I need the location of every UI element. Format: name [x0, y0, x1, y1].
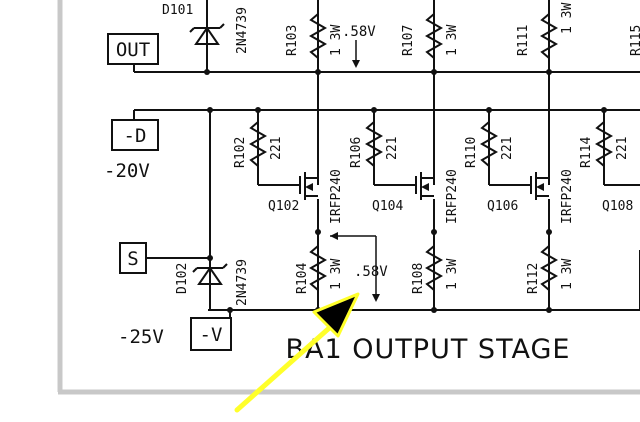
resistor-r112-value: 1 3W — [560, 259, 575, 290]
resistor-r102-value: 221 — [269, 137, 284, 160]
transistor-q106-ref: Q106 — [487, 199, 518, 214]
resistor-r111-value: 1 3W — [560, 3, 575, 34]
resistor-r104-ref: R104 — [295, 263, 310, 294]
resistor-r110-value: 221 — [500, 137, 515, 160]
resistor-r114-ref: R114 — [579, 137, 594, 168]
junction-dots — [204, 69, 607, 313]
mosfet-q104-symbol — [415, 172, 434, 200]
diode-d101-part: 2N4739 — [235, 7, 250, 54]
zener-d102-symbol — [192, 263, 228, 285]
annotation-pointer-arrow — [234, 292, 360, 413]
resistor-r107-symbol — [424, 13, 444, 59]
voltage-drop-bottom-label: .58V — [354, 264, 388, 280]
resistor-r114-symbol — [594, 121, 614, 167]
voltage-drop-top-arrow — [352, 40, 360, 68]
voltage-drop-bottom-arrow — [330, 232, 380, 302]
transistor-q104-part: IRFP240 — [445, 169, 460, 224]
resistor-r103-symbol — [308, 13, 328, 59]
resistor-r103-ref: R103 — [285, 25, 300, 56]
resistor-r108-value: 1 3W — [445, 259, 460, 290]
resistor-r104-value: 1 3W — [329, 259, 344, 290]
zener-d101-symbol — [189, 23, 225, 45]
transistor-q106-part: IRFP240 — [560, 169, 575, 224]
diode-d101-ref: D101 — [162, 3, 193, 18]
voltage-minus25-label: -25V — [118, 326, 164, 348]
diode-d102-ref: D102 — [175, 263, 190, 294]
terminal-out: OUT — [107, 33, 159, 65]
terminal-neg-v-label: -V — [200, 324, 223, 346]
resistor-r112-ref: R112 — [526, 263, 541, 294]
terminal-out-label: OUT — [116, 39, 150, 61]
terminal-s-label: S — [127, 248, 138, 270]
terminal-neg-d-label: -D — [124, 125, 147, 147]
resistor-r102-symbol — [248, 121, 268, 167]
transistor-q108-ref: Q108 — [602, 199, 633, 214]
resistor-r115-ref: R115 — [629, 25, 640, 56]
resistor-symbols — [248, 13, 614, 291]
resistor-r108-ref: R108 — [411, 263, 426, 294]
resistor-r104-symbol — [308, 245, 328, 291]
transistor-q104-ref: Q104 — [372, 199, 403, 214]
resistor-r110-ref: R110 — [464, 137, 479, 168]
mosfet-symbols — [299, 172, 549, 200]
terminal-s: S — [119, 242, 147, 274]
mosfet-q106-symbol — [530, 172, 549, 200]
resistor-r107-ref: R107 — [401, 25, 416, 56]
resistor-r107-value: 1 3W — [445, 25, 460, 56]
voltage-drop-top-label: .58V — [342, 24, 376, 40]
resistor-r106-symbol — [364, 121, 384, 167]
mosfet-q102-symbol — [299, 172, 319, 200]
resistor-r111-ref: R111 — [516, 25, 531, 56]
terminal-neg-v: -V — [190, 317, 232, 351]
resistor-r102-ref: R102 — [233, 137, 248, 168]
resistor-r111-symbol — [539, 13, 559, 59]
resistor-r114-value: 221 — [615, 137, 630, 160]
resistor-r103-value: 1 3W — [329, 25, 344, 56]
terminal-neg-d: -D — [111, 119, 159, 151]
resistor-r106-value: 221 — [385, 137, 400, 160]
diode-d102-part: 2N4739 — [235, 259, 250, 306]
resistor-r106-ref: R106 — [349, 137, 364, 168]
diagram-title: BA1 OUTPUT STAGE — [286, 334, 571, 365]
resistor-r112-symbol — [539, 245, 559, 291]
transistor-q102-ref: Q102 — [268, 199, 299, 214]
voltage-minus20-label: -20V — [104, 160, 150, 182]
drawing-frame — [57, 0, 640, 395]
resistor-r110-symbol — [479, 121, 499, 167]
resistor-r108-symbol — [424, 245, 444, 291]
transistor-q102-part: IRFP240 — [329, 169, 344, 224]
